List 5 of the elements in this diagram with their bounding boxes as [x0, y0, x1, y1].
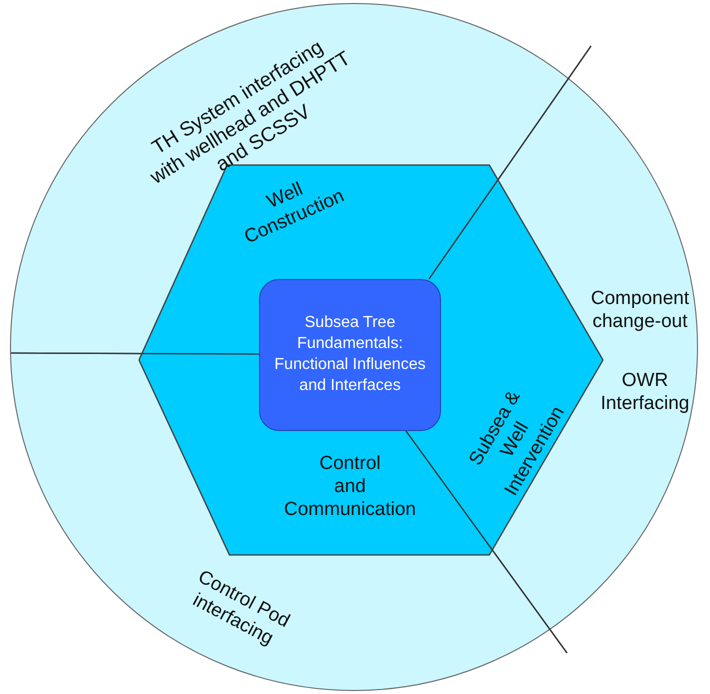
sector-label: Component change-out — [590, 288, 690, 334]
center-box — [259, 279, 441, 431]
title-text: Subsea Tree Fundamentals: Functional Influences and Interfaces — [273, 313, 427, 396]
sector-label: OWR Interfacing — [600, 370, 690, 416]
sector-label: Control and Communication — [283, 452, 417, 522]
